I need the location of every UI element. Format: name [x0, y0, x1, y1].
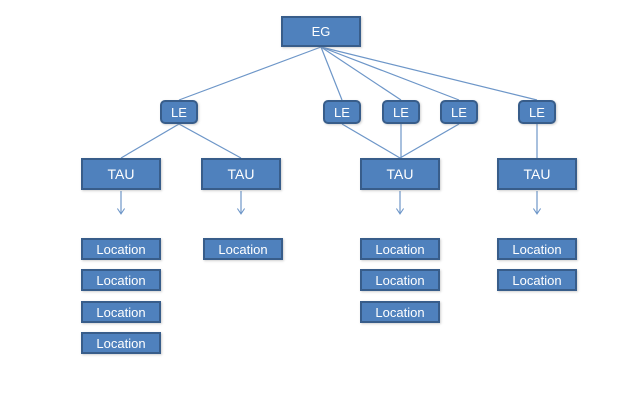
node-location: Location	[360, 238, 440, 260]
node-location: Location	[497, 238, 577, 260]
edge-eg-le5	[320, 46, 538, 101]
edge-eg-le3	[320, 46, 402, 101]
edge-eg-le2	[320, 46, 343, 101]
node-le-4: LE	[440, 100, 478, 124]
node-tau-1: TAU	[81, 158, 161, 190]
node-location: Location	[81, 301, 161, 323]
node-location: Location	[81, 269, 161, 291]
edge-le2-tau3	[341, 123, 401, 159]
edge-le1-tau1	[120, 123, 180, 159]
node-location: Location	[497, 269, 577, 291]
edge-le1-tau2	[178, 123, 242, 159]
node-location: Location	[81, 238, 161, 260]
node-tau-2: TAU	[201, 158, 281, 190]
node-location: Location	[360, 301, 440, 323]
node-le-5: LE	[518, 100, 556, 124]
node-le-2: LE	[323, 100, 361, 124]
node-eg: EG	[281, 16, 361, 47]
edge-le4-tau3	[399, 123, 460, 159]
node-location: Location	[360, 269, 440, 291]
edge-eg-le1	[178, 46, 322, 101]
node-tau-4: TAU	[497, 158, 577, 190]
edge-eg-le4	[320, 46, 460, 101]
node-tau-3: TAU	[360, 158, 440, 190]
node-location: Location	[81, 332, 161, 354]
node-location: Location	[203, 238, 283, 260]
node-le-1: LE	[160, 100, 198, 124]
node-le-3: LE	[382, 100, 420, 124]
